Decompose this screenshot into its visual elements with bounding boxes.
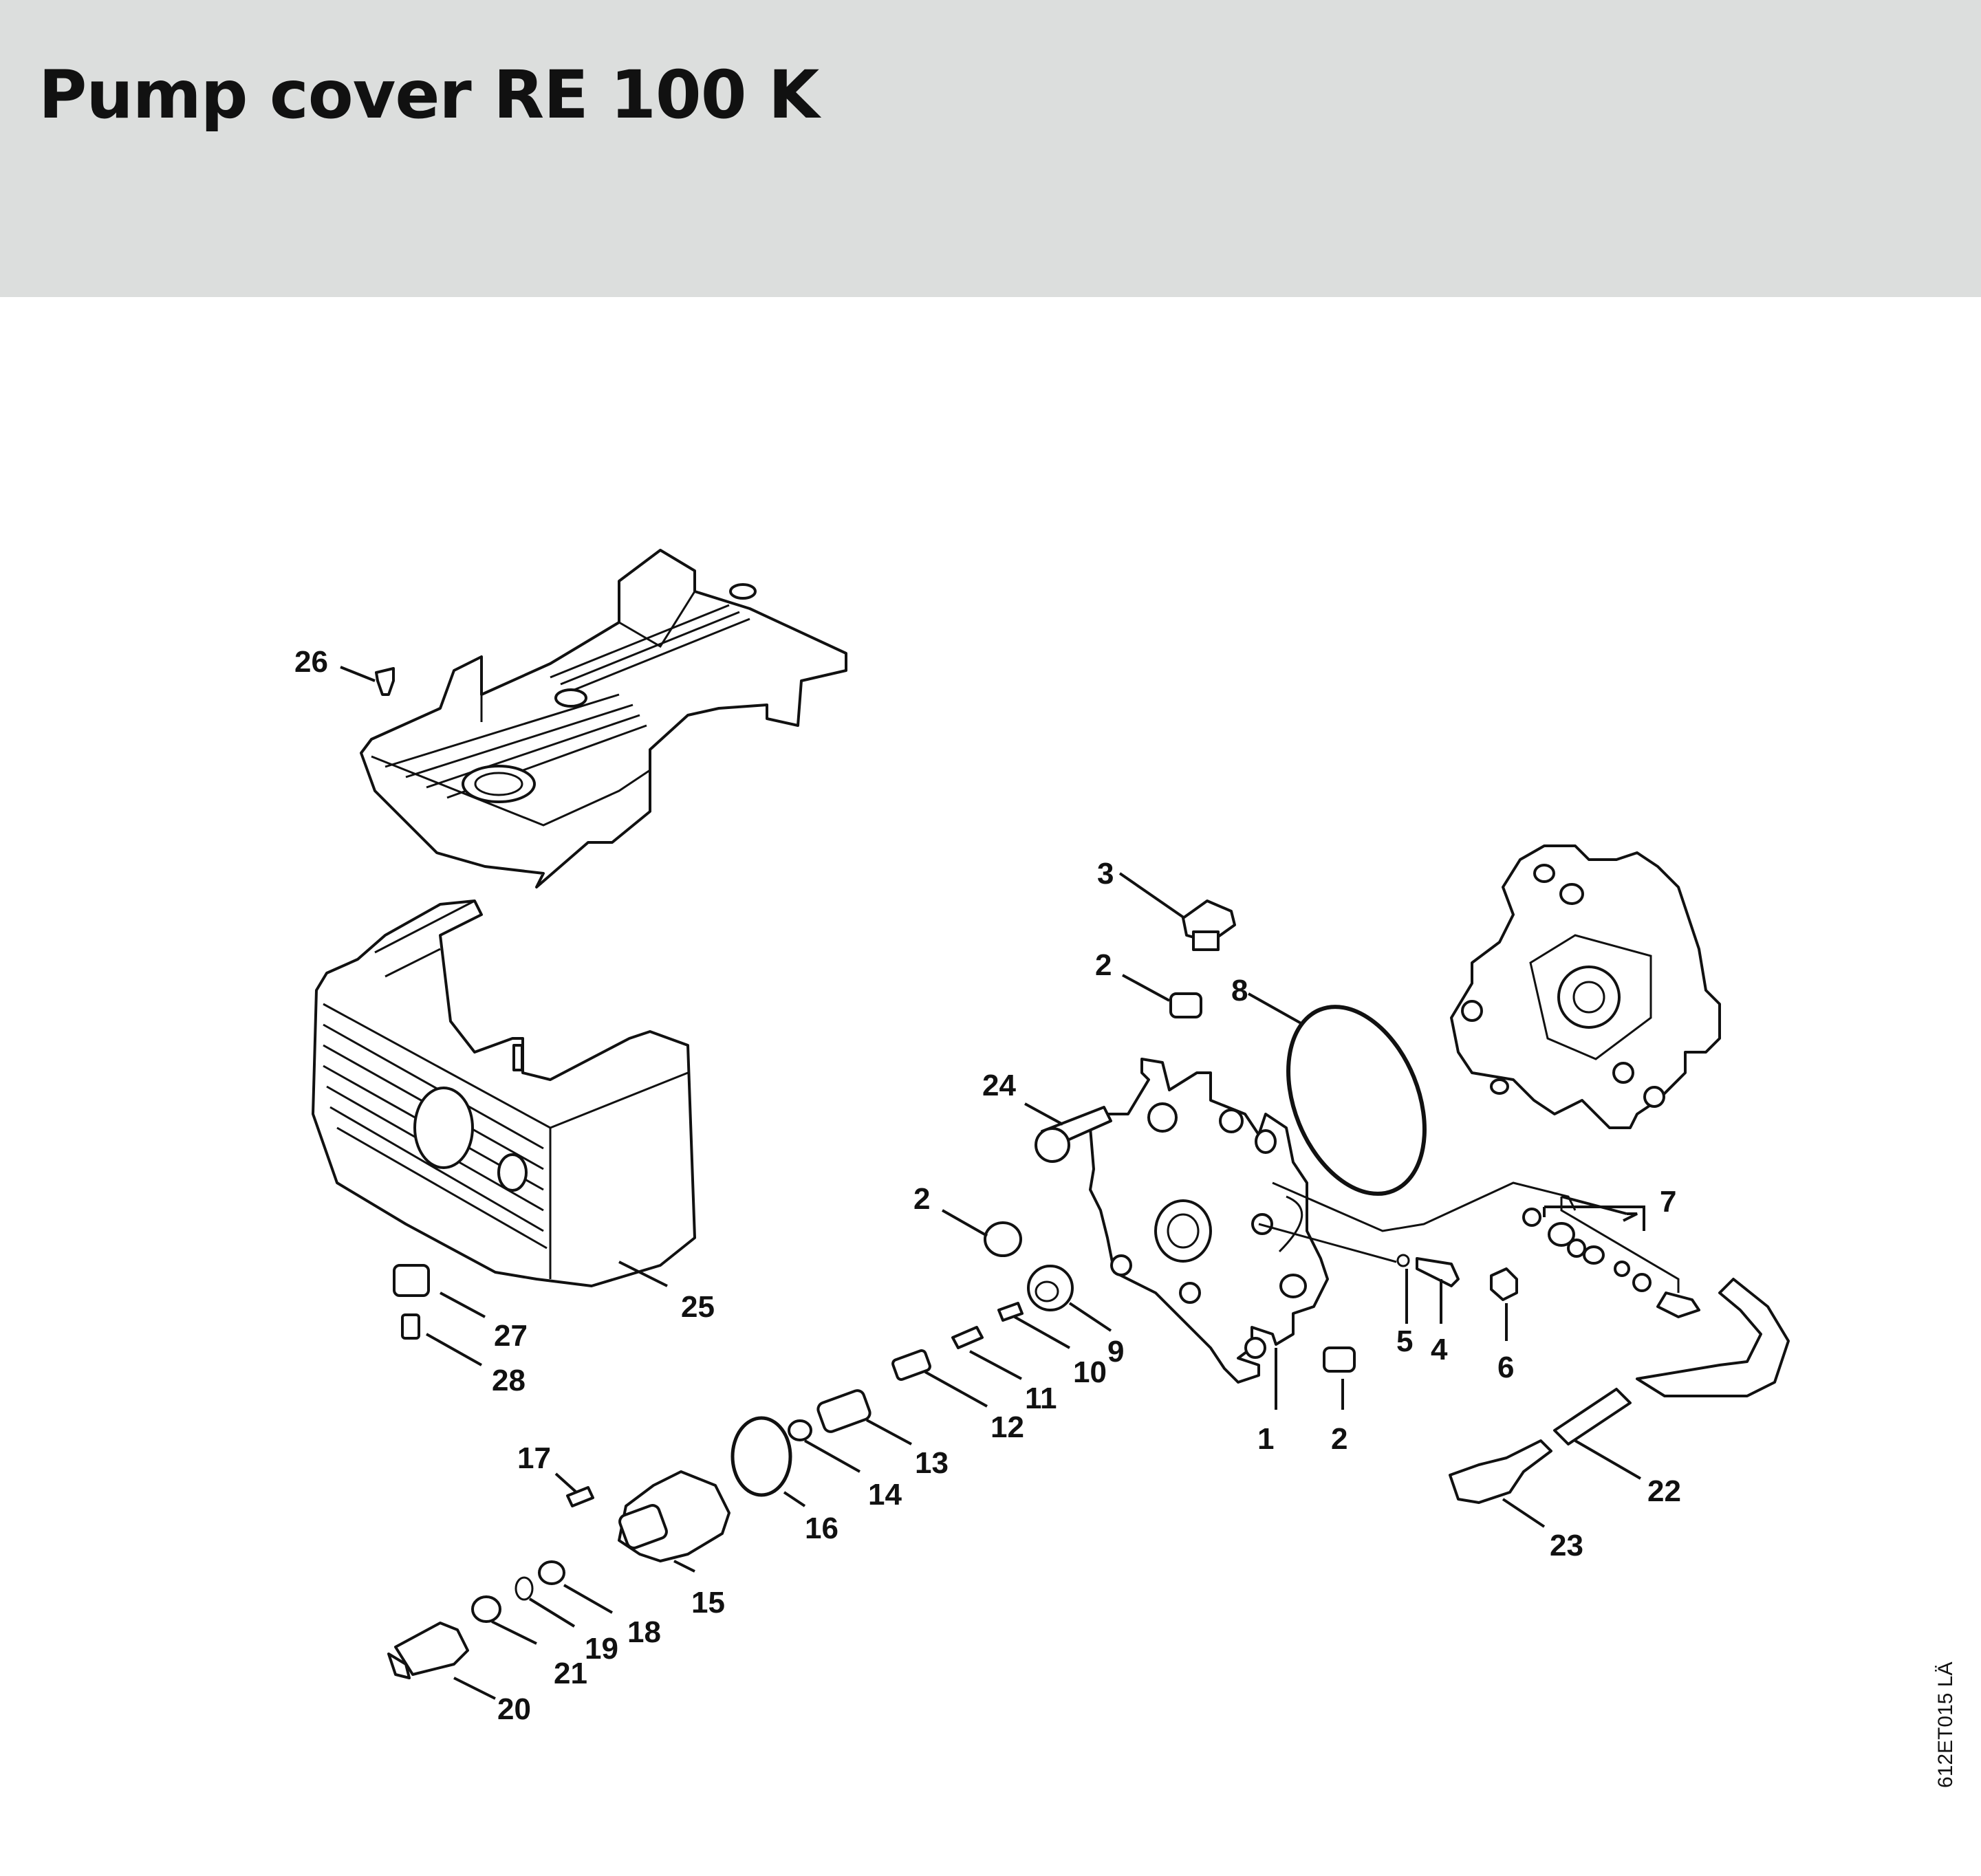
callout-5: 5 [1396,1324,1413,1358]
callout-7: 7 [1660,1185,1676,1219]
callout-17: 17 [517,1441,551,1475]
callout-26: 26 [294,645,328,679]
o-ring-8-part [1286,1005,1427,1196]
callout-4: 4 [1431,1333,1448,1366]
callout-15: 15 [691,1586,725,1619]
page-title: Pump cover RE 100 K [39,56,819,133]
callout-25: 25 [681,1290,715,1324]
upper-cover-part [360,549,847,888]
callout-11: 11 [1025,1382,1057,1415]
callout-8: 8 [1231,974,1248,1007]
callout-10: 10 [1073,1355,1107,1389]
callout-2-middle: 2 [913,1182,930,1216]
callout-12: 12 [991,1410,1024,1444]
callout-20: 20 [497,1692,531,1726]
callout-2-bottom: 2 [1331,1422,1347,1456]
callout-24: 24 [982,1069,1016,1102]
callout-19: 19 [585,1632,618,1666]
small-parts [375,667,1790,1679]
callout-2-top: 2 [1095,948,1112,982]
callout-13: 13 [915,1446,949,1480]
header-band [0,0,1981,297]
callout-21: 21 [554,1657,587,1690]
callout-27: 27 [494,1319,528,1353]
leader-lines [340,666,1645,1700]
pump-cover-body-part [1089,1058,1329,1384]
pump-body-part [1450,844,1721,1129]
callout-16: 16 [805,1512,838,1545]
callout-14: 14 [868,1478,902,1512]
callout-22: 22 [1647,1474,1681,1508]
callout-6: 6 [1497,1351,1514,1384]
callout-1: 1 [1257,1422,1274,1456]
housing-part [312,899,696,1287]
callout-23: 23 [1550,1529,1583,1562]
callout-3: 3 [1097,857,1114,891]
callout-labels: 1 2 2 2 3 4 5 6 7 8 9 10 11 12 13 14 15 … [294,645,1681,1726]
callout-18: 18 [627,1615,661,1649]
callout-28: 28 [492,1364,526,1397]
callout-9: 9 [1107,1335,1124,1368]
drawing-reference-code: 612ET015 LÄ [1934,1661,1957,1788]
